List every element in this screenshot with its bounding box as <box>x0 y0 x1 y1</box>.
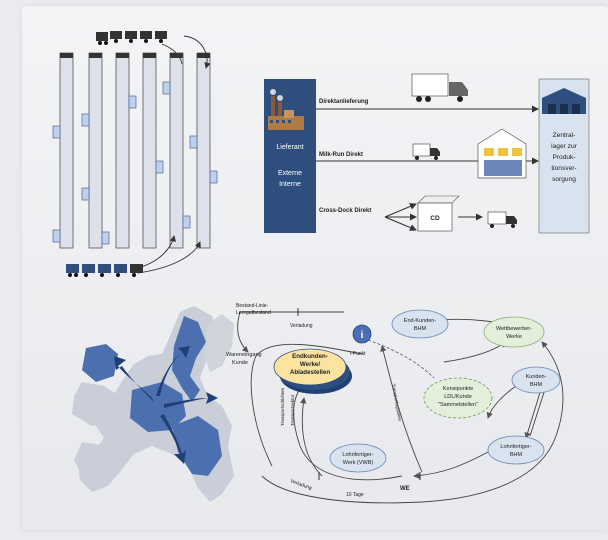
kunden-bhm-label-2: BHM <box>530 382 543 388</box>
kunden-bhm-label-1: Kunden- <box>526 374 547 380</box>
crossdock-box: CD <box>417 195 460 232</box>
lohnfertiger-werk-label-2: Werk (VWB) <box>343 460 374 466</box>
slide: Lieferant Externe Interne Zentral- lager… <box>22 6 608 530</box>
warehouse-icon <box>542 88 586 114</box>
supply-routes-diagram: Lieferant Externe Interne Zentral- lager… <box>264 73 590 234</box>
cycle-diagram: Bestand-Linie- Leergutbestand Verladung … <box>226 303 564 504</box>
wettbewerber-label-1: Wettbewerber- <box>496 326 532 332</box>
konsi-label-2: LDL/Kunde <box>444 394 472 400</box>
wettbewerber-node: Wettbewerber- Werke <box>483 316 545 348</box>
lohnfertiger-bhm-label-2: BHM <box>510 452 523 458</box>
lohnfertiger-bhm-node: Lohnfertiger- BHM <box>487 435 545 465</box>
supplier-label: Lieferant <box>276 144 303 151</box>
truck-crossdock-icon <box>487 211 517 228</box>
ipunkt-label: i-Punkt <box>350 351 366 357</box>
route-direct-label: Direktanlieferung <box>319 99 369 105</box>
wettbewerber-label-2: Werke <box>506 334 522 340</box>
cd-label: CD <box>430 215 440 222</box>
endkunden-bhm-node: End-Kunden- BHM <box>391 309 449 339</box>
bestand-label-2: Leergutbestand <box>236 310 271 316</box>
verladung-top-label: Verladung <box>290 323 313 329</box>
route-crossdock-label: Cross-Dock Direkt <box>319 208 371 214</box>
transport-left-label-2: Transportsektor <box>290 394 295 426</box>
endkunden-label-3: Abladestellen <box>290 369 330 376</box>
truck-bottom-icon <box>66 264 143 277</box>
we-label: WE <box>400 486 410 492</box>
konsi-label-1: Konsipunkte <box>443 386 473 392</box>
truck-small-icon <box>412 143 440 160</box>
verladung-bottom-label: Verladung <box>289 478 312 491</box>
ten-days-label: 10 Tage <box>346 492 364 498</box>
truck-top-icon <box>96 31 167 45</box>
europe-map <box>72 306 234 502</box>
lohnfertiger-bhm-label-1: Lohnfertiger- <box>500 444 531 450</box>
bestand-label-1: Bestand-Linie- <box>236 303 269 309</box>
diagram-canvas: Lieferant Externe Interne Zentral- lager… <box>52 31 590 504</box>
storage-building-icon <box>477 128 527 179</box>
transport-left-label-1: Transportschichten <box>280 387 285 426</box>
factory-icon <box>268 89 304 130</box>
external-label: Externe <box>278 170 302 177</box>
konsi-label-3: "Sammelstellen" <box>438 402 478 408</box>
internal-label: Interne <box>279 181 301 188</box>
warehouse-label-2: lager zur <box>551 143 577 150</box>
endkunden-label-1: Endkunden- <box>292 353 328 360</box>
endkunden-label-2: Werke/ <box>300 361 320 368</box>
info-point-node: i i-Punkt <box>350 324 372 357</box>
warehouse-label-5: sorgung <box>552 176 576 183</box>
flow-curves <box>137 35 211 274</box>
konsipunkte-node: Konsipunkte LDL/Kunde "Sammelstellen" <box>423 377 493 419</box>
wareneingang-label-2: Kunde <box>232 360 248 366</box>
lohnfertiger-werk-node: Lohnfertiger- Werk (VWB) <box>329 443 387 473</box>
wareneingang-label-1: Wareneingang <box>226 352 262 358</box>
route-milkrun-label: Milk-Run Direkt <box>319 152 363 158</box>
lohnfertiger-werk-label-1: Lohnfertiger- <box>342 452 373 458</box>
kunden-bhm-node: Kunden- BHM <box>511 366 561 394</box>
transport-right-label: Transportlogistiken <box>391 383 403 422</box>
endkunden-bhm-label-2: BHM <box>414 326 427 332</box>
warehouse-label-4: tionsver- <box>551 165 576 172</box>
production-columns <box>52 52 218 249</box>
production-lines-diagram <box>52 31 218 277</box>
warehouse-label-3: Produk- <box>552 154 575 161</box>
warehouse-label-1: Zentral- <box>553 132 576 139</box>
truck-large-icon <box>411 73 468 102</box>
endkunden-werke-node: Endkunden- Werke/ Abladestellen <box>273 348 352 394</box>
endkunden-bhm-label-1: End-Kunden- <box>404 318 437 324</box>
info-icon: i <box>361 330 364 341</box>
